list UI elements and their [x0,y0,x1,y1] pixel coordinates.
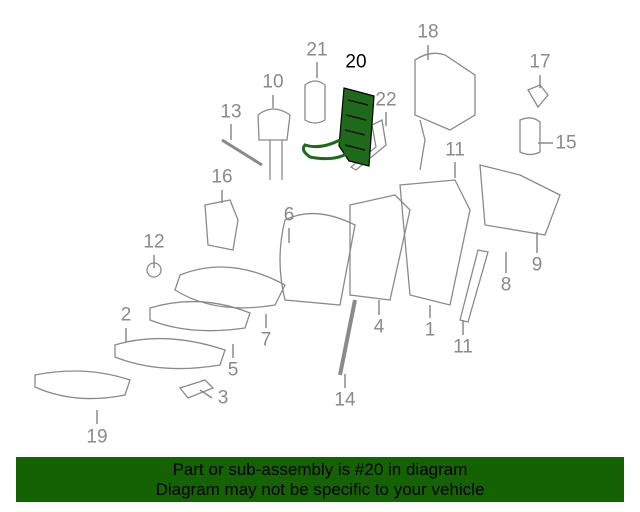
callout-10: 10 [262,71,284,93]
callout-5: 5 [227,359,239,381]
callout-6: 6 [283,204,295,226]
callout-16: 16 [211,166,233,188]
callout-14: 14 [334,389,356,411]
callout-21: 21 [306,39,328,61]
callout-3: 3 [217,387,229,409]
part-outlines [34,52,561,400]
callout-17: 17 [529,51,551,73]
callout-20[interactable]: 20 [345,51,367,73]
callout-22: 22 [375,89,397,111]
callout-9: 9 [531,254,543,276]
callout-arrows [96,45,553,424]
banner-line-part: Part or sub-assembly is #20 in diagram [172,460,468,479]
callout-18: 18 [417,21,439,43]
callout-13: 13 [220,101,242,123]
banner-line-disclaimer: Diagram may not be specific to your vehi… [155,480,485,499]
callout-2: 2 [120,304,132,326]
seat-parts-diagram [34,45,561,424]
highlighted-part-20 [301,87,375,167]
info-banner: Part or sub-assembly is #20 in diagram D… [16,457,624,502]
callout-19: 19 [86,426,108,448]
callout-15: 15 [555,132,577,154]
callout-12: 12 [143,231,165,253]
callout-8: 8 [500,274,512,296]
callout-11-upper: 11 [445,139,465,161]
callout-1: 1 [424,319,436,341]
callout-7: 7 [260,329,272,351]
callout-11-lower: 11 [453,336,473,358]
callout-4: 4 [373,316,385,338]
